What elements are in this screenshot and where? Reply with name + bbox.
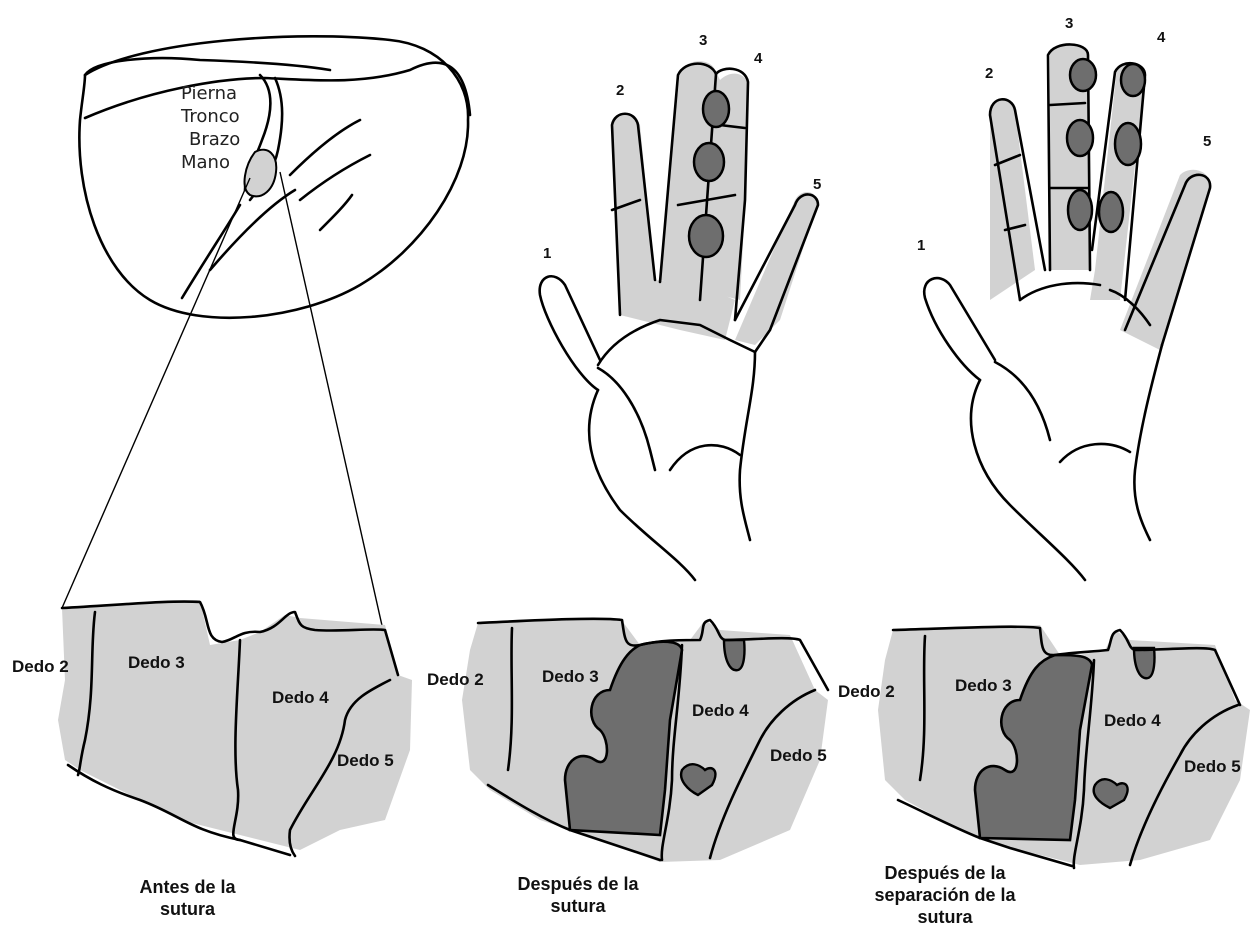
projection-line-left	[62, 178, 250, 608]
dark-zone	[1068, 190, 1092, 230]
brain-label-brazo: Brazo	[189, 129, 240, 150]
digit-number: 1	[917, 237, 925, 254]
dark-zone	[1070, 59, 1096, 91]
hand-after-separation: 1 2 3 4 5	[917, 15, 1211, 580]
digit-number: 5	[813, 176, 821, 193]
cortical-map-before: Dedo 2 Dedo 3 Dedo 4 Dedo 5	[12, 600, 412, 856]
brain-label-mano: Mano	[181, 152, 230, 173]
projection-line-right	[280, 172, 392, 670]
caption-line: sutura	[488, 895, 668, 917]
dark-zone	[1121, 64, 1145, 96]
dark-zone	[1099, 192, 1123, 232]
caption-after-separation: Después de la separación de la sutura	[845, 862, 1045, 928]
cortical-map-after-separation: Dedo 2 Dedo 3 Dedo 4 Dedo 5	[838, 625, 1250, 868]
map1-dedo-5: Dedo 5	[337, 751, 394, 770]
digit-number: 3	[1065, 15, 1073, 32]
dark-zone	[689, 215, 723, 257]
digit-number: 5	[1203, 133, 1211, 150]
caption-line: Después de la	[488, 873, 668, 895]
cortical-map-after-suture: Dedo 2 Dedo 3 Dedo 4 Dedo 5	[427, 618, 828, 862]
brain-label-pierna: Pierna	[181, 83, 237, 104]
caption-after-suture: Después de la sutura	[488, 873, 668, 917]
caption-line: Después de la	[845, 862, 1045, 884]
dark-zone	[703, 91, 729, 127]
digit-number: 2	[616, 82, 624, 99]
brain-drawing: Pierna Tronco Brazo Mano	[62, 36, 470, 670]
map3-dedo-5: Dedo 5	[1184, 757, 1241, 776]
dark-zone	[694, 143, 724, 181]
caption-line: Antes de la	[100, 876, 275, 898]
caption-line: sutura	[100, 898, 275, 920]
map2-dedo-4: Dedo 4	[692, 701, 749, 720]
dark-zone	[1067, 120, 1093, 156]
map3-dedo-4: Dedo 4	[1104, 711, 1161, 730]
digit-number: 3	[699, 32, 707, 49]
digit-number: 2	[985, 65, 993, 82]
map2-dedo-2: Dedo 2	[427, 670, 484, 689]
digit-number: 4	[754, 50, 763, 67]
caption-before: Antes de la sutura	[100, 876, 275, 920]
dark-zone	[1115, 123, 1141, 165]
map1-dedo-2: Dedo 2	[12, 657, 69, 676]
map1-dedo-3: Dedo 3	[128, 653, 185, 672]
map2-dedo-5: Dedo 5	[770, 746, 827, 765]
brain-label-tronco: Tronco	[180, 106, 240, 127]
map3-dedo-3: Dedo 3	[955, 676, 1012, 695]
digit-number: 4	[1157, 29, 1166, 46]
map1-dedo-4: Dedo 4	[272, 688, 329, 707]
hand-after-suture: 1 2 3 4 5	[540, 32, 822, 580]
map3-dedo-2: Dedo 2	[838, 682, 895, 701]
caption-line: sutura	[845, 906, 1045, 928]
digit-number: 1	[543, 245, 551, 262]
map2-dedo-3: Dedo 3	[542, 667, 599, 686]
caption-line: separación de la	[845, 884, 1045, 906]
